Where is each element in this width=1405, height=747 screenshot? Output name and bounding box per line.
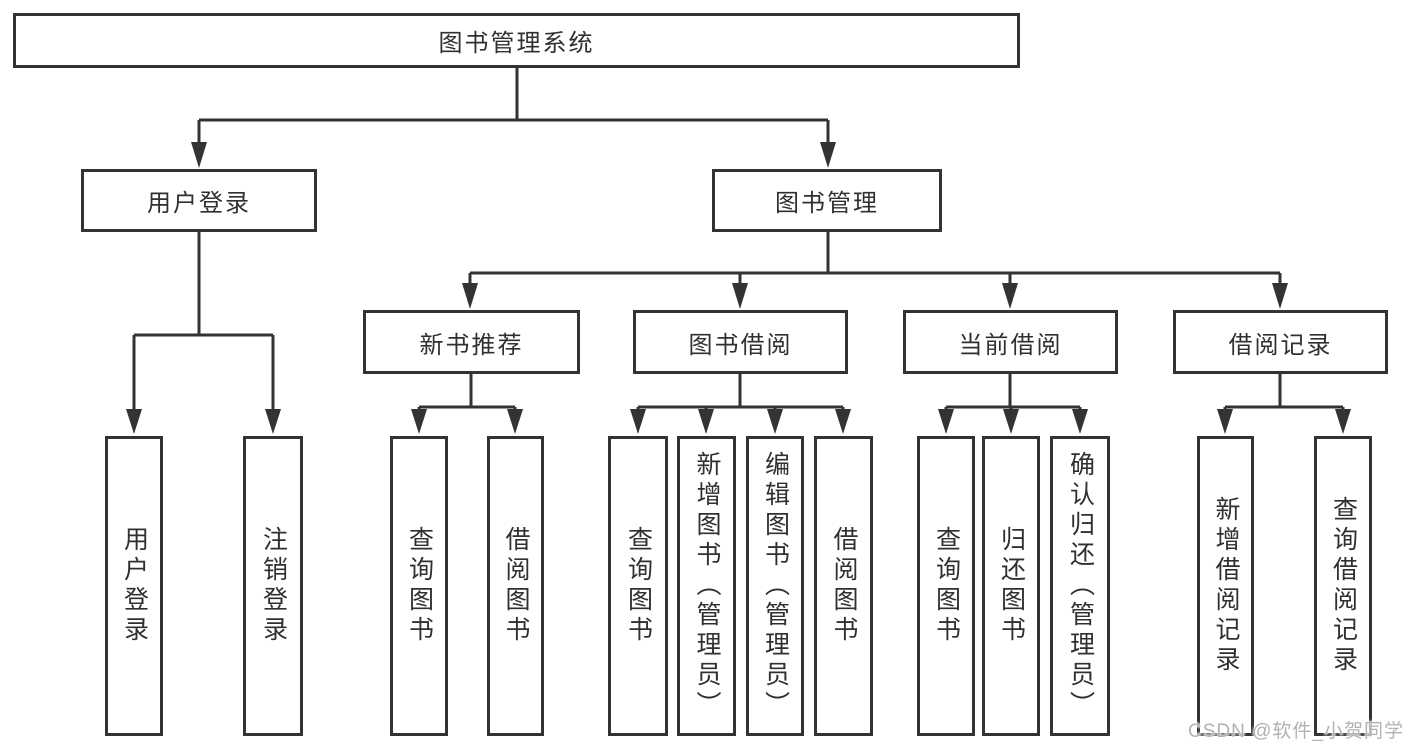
node-leaf-logout: 注销登录	[243, 436, 303, 736]
node-leaf-add-book-admin: 新增图书（管理员）	[677, 436, 736, 736]
csdn-watermark: CSDN @软件_小贺同学	[1188, 721, 1404, 742]
node-leaf-edit-book-admin: 编辑图书（管理员）	[746, 436, 804, 736]
node-leaf-add-borrow-record: 新增借阅记录	[1197, 436, 1254, 736]
node-leaf-current-query-book: 查询图书	[917, 436, 975, 736]
node-leaf-query-borrow-record: 查询借阅记录	[1314, 436, 1372, 736]
node-book-borrow: 图书借阅	[633, 310, 848, 374]
node-current-borrow: 当前借阅	[903, 310, 1118, 374]
node-leaf-recommend-borrow-book: 借阅图书	[487, 436, 544, 736]
node-leaf-borrow-query-book: 查询图书	[608, 436, 668, 736]
node-leaf-user-login: 用户登录	[105, 436, 163, 736]
node-borrow-records: 借阅记录	[1173, 310, 1388, 374]
node-user-login: 用户登录	[81, 169, 317, 232]
node-leaf-recommend-query-book: 查询图书	[390, 436, 448, 736]
node-new-book-recommend: 新书推荐	[363, 310, 580, 374]
node-leaf-return-book: 归还图书	[982, 436, 1040, 736]
arrowheads	[126, 142, 1351, 434]
node-library-management-system: 图书管理系统	[13, 13, 1020, 68]
node-leaf-confirm-return-admin: 确认归还（管理员）	[1050, 436, 1110, 736]
node-leaf-borrow-book: 借阅图书	[814, 436, 873, 736]
node-book-management: 图书管理	[712, 169, 942, 232]
